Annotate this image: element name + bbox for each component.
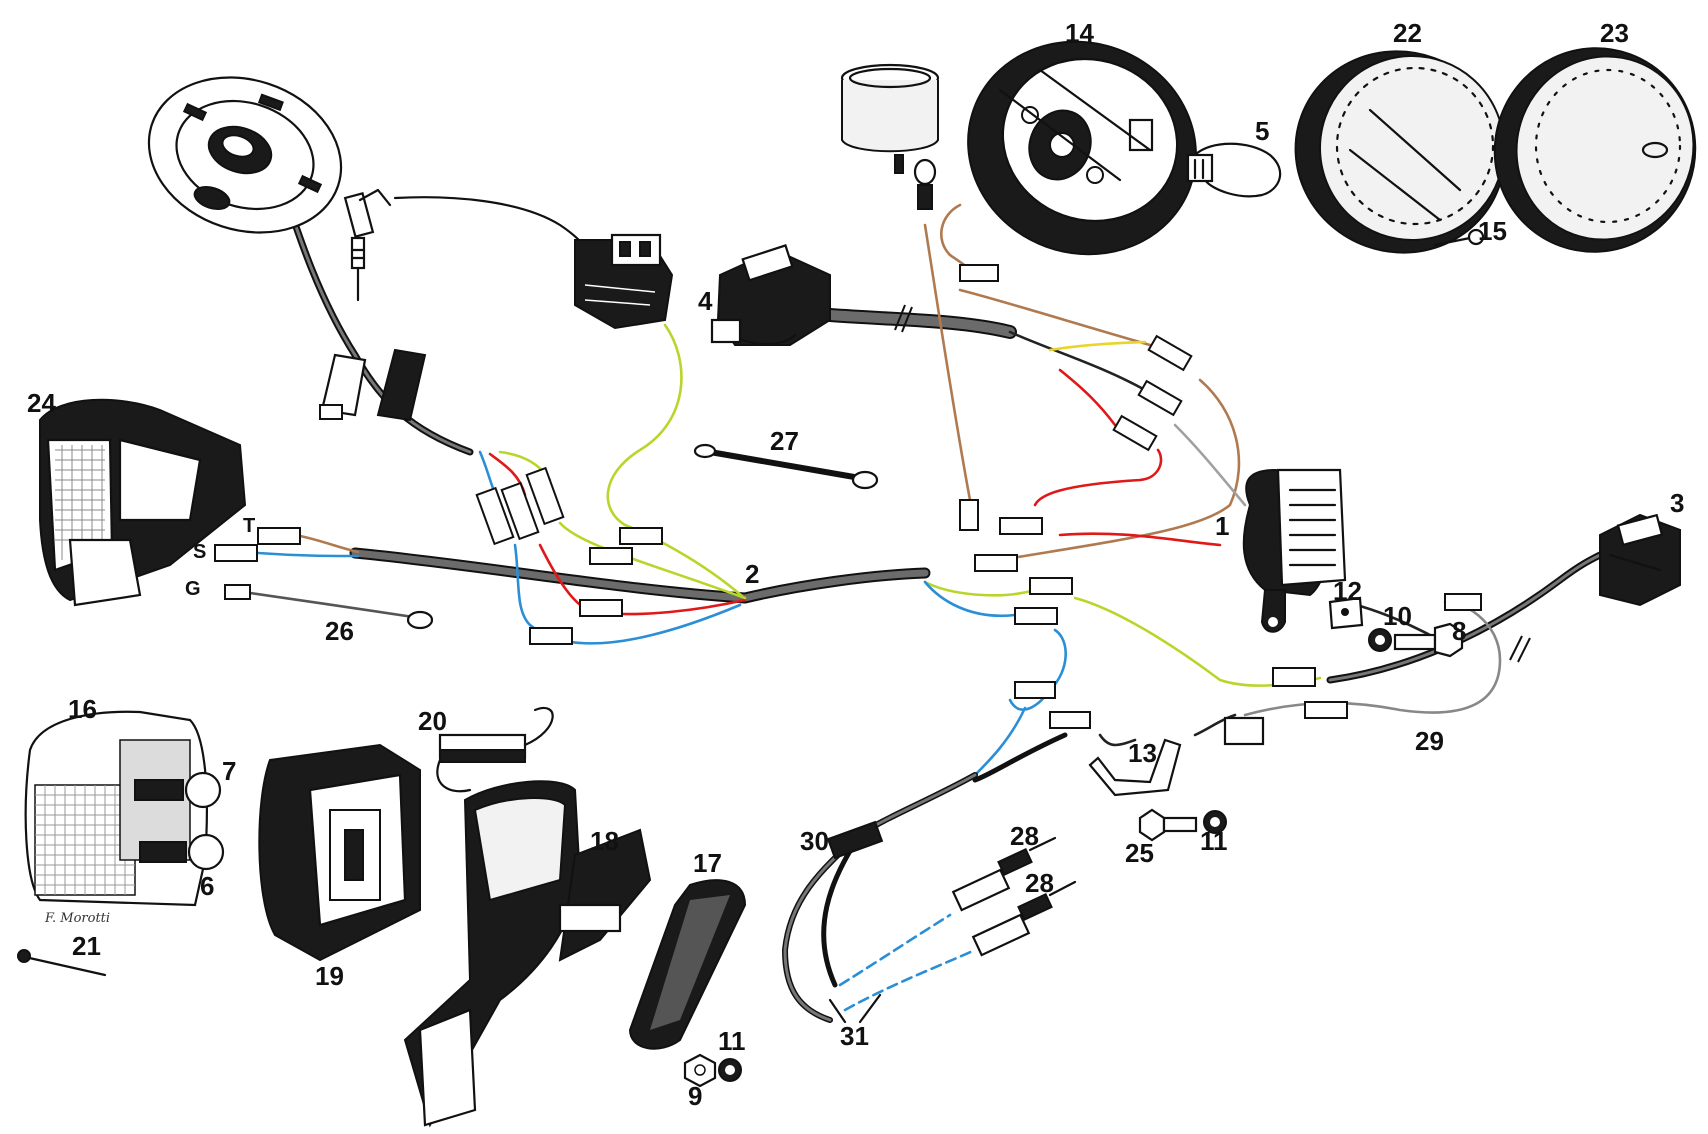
part-label-17: 17 — [693, 848, 722, 878]
tail-light-icon — [39, 398, 247, 607]
bracket-icon — [1328, 596, 1364, 630]
part-label-3: 3 — [1670, 488, 1684, 518]
screw-icon — [1433, 228, 1485, 247]
nut-icon — [683, 1053, 717, 1088]
part-label-14: 14 — [1065, 18, 1094, 48]
part-label-12: 12 — [1333, 576, 1362, 606]
part-label-4: 4 — [698, 286, 713, 316]
part-label-30: 30 — [800, 826, 829, 856]
part-label-2: 2 — [745, 559, 759, 589]
part-label-28-lower: 28 — [1025, 868, 1054, 898]
headlight-lens-icon — [1493, 47, 1697, 253]
part-label-18: 18 — [590, 826, 619, 856]
part-label-23: 23 — [1600, 18, 1629, 48]
part-labels: 1 2 3 4 5 6 7 8 9 10 11 11 12 13 14 15 1… — [27, 18, 1684, 1111]
bolt-icon — [1393, 622, 1464, 658]
reflector-icon — [628, 879, 747, 1050]
part-label-26: 26 — [325, 616, 354, 646]
part-label-6: 6 — [200, 871, 214, 901]
part-label-7: 7 — [222, 756, 236, 786]
washer-icon — [1203, 810, 1227, 834]
bracket-icon — [1088, 738, 1182, 797]
ground-strap-icon — [224, 584, 434, 630]
part-label-31: 31 — [840, 1021, 869, 1051]
bolt-icon — [1138, 808, 1198, 842]
washer-icon — [718, 1058, 742, 1082]
part-label-21: 21 — [72, 931, 101, 961]
screw-icon — [17, 949, 107, 977]
horn-icon — [1242, 468, 1347, 633]
part-label-24: 24 — [27, 388, 56, 418]
part-label-20: 20 — [418, 706, 447, 736]
part-label-13: 13 — [1128, 738, 1157, 768]
stator-plate-icon — [147, 76, 343, 234]
ground-strap-icon — [693, 443, 879, 490]
ignition-coil-icon — [574, 233, 674, 330]
tail-light-housing-icon — [258, 743, 421, 962]
speedometer-icon — [840, 63, 940, 210]
headlight-housing-icon — [967, 40, 1197, 256]
tail-light-icon: F. Morotti — [24, 710, 225, 926]
part-label-15: 15 — [1478, 216, 1507, 246]
mudguard-icon — [403, 780, 652, 1128]
headlight-lens-icon — [1294, 50, 1506, 254]
clip-icon — [436, 707, 554, 793]
artist-signature: F. Morotti — [44, 911, 110, 926]
part-label-16: 16 — [68, 694, 97, 724]
terminal-label-t: T — [243, 515, 255, 537]
part-label-27: 27 — [770, 426, 799, 456]
main-harness — [349, 304, 1017, 604]
connectors — [214, 264, 1482, 746]
part-label-28-upper: 28 — [1010, 821, 1039, 851]
washer-icon — [1368, 628, 1392, 652]
terminal-label-s: S — [193, 541, 206, 563]
part-label-11-rear: 11 — [718, 1026, 746, 1056]
spark-plug-cap-icon — [951, 836, 1057, 912]
part-label-25: 25 — [1125, 838, 1154, 868]
part-label-9: 9 — [688, 1081, 702, 1111]
terminal-label-g: G — [185, 578, 201, 600]
part-label-11-front: 11 — [1200, 826, 1228, 856]
part-label-22: 22 — [1393, 18, 1422, 48]
switch-icon — [1599, 513, 1681, 607]
spark-plug-cap-icon — [343, 188, 392, 302]
part-label-1: 1 — [1215, 511, 1229, 541]
part-label-5: 5 — [1255, 116, 1269, 146]
part-label-8: 8 — [1452, 616, 1466, 646]
spark-plug-cap-icon — [971, 880, 1077, 957]
part-label-29: 29 — [1415, 726, 1444, 756]
part-label-19: 19 — [315, 961, 344, 991]
cdi-unit-icon — [319, 348, 427, 422]
bulb-icon — [1186, 142, 1282, 198]
part-label-10: 10 — [1383, 601, 1412, 631]
switch-icon — [710, 244, 831, 346]
